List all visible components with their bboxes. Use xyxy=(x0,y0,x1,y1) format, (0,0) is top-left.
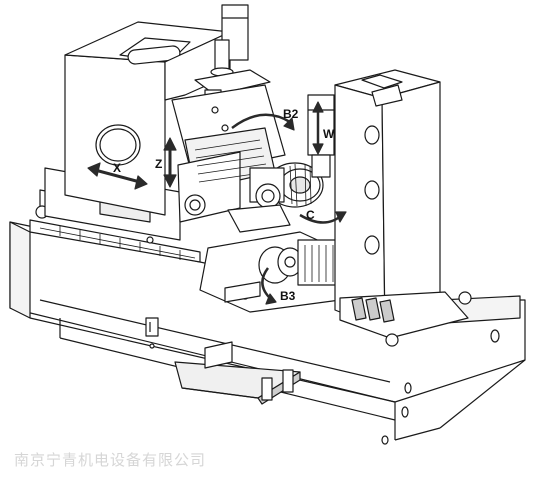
label-z: Z xyxy=(155,157,162,171)
gear-assembly xyxy=(227,94,335,233)
label-x: X xyxy=(113,161,121,175)
label-b3: B3 xyxy=(280,289,296,303)
left-column xyxy=(64,21,231,216)
motion-arrows xyxy=(87,101,347,305)
chip-tray xyxy=(174,341,301,405)
right-column xyxy=(334,69,472,347)
label-w: W xyxy=(323,127,335,141)
label-c: C xyxy=(306,208,315,222)
label-b2: B2 xyxy=(283,107,299,121)
company-watermark: 南京宁青机电设备有限公司 xyxy=(14,451,207,469)
axis-labels: X Z B2 W B3 C xyxy=(113,107,335,303)
